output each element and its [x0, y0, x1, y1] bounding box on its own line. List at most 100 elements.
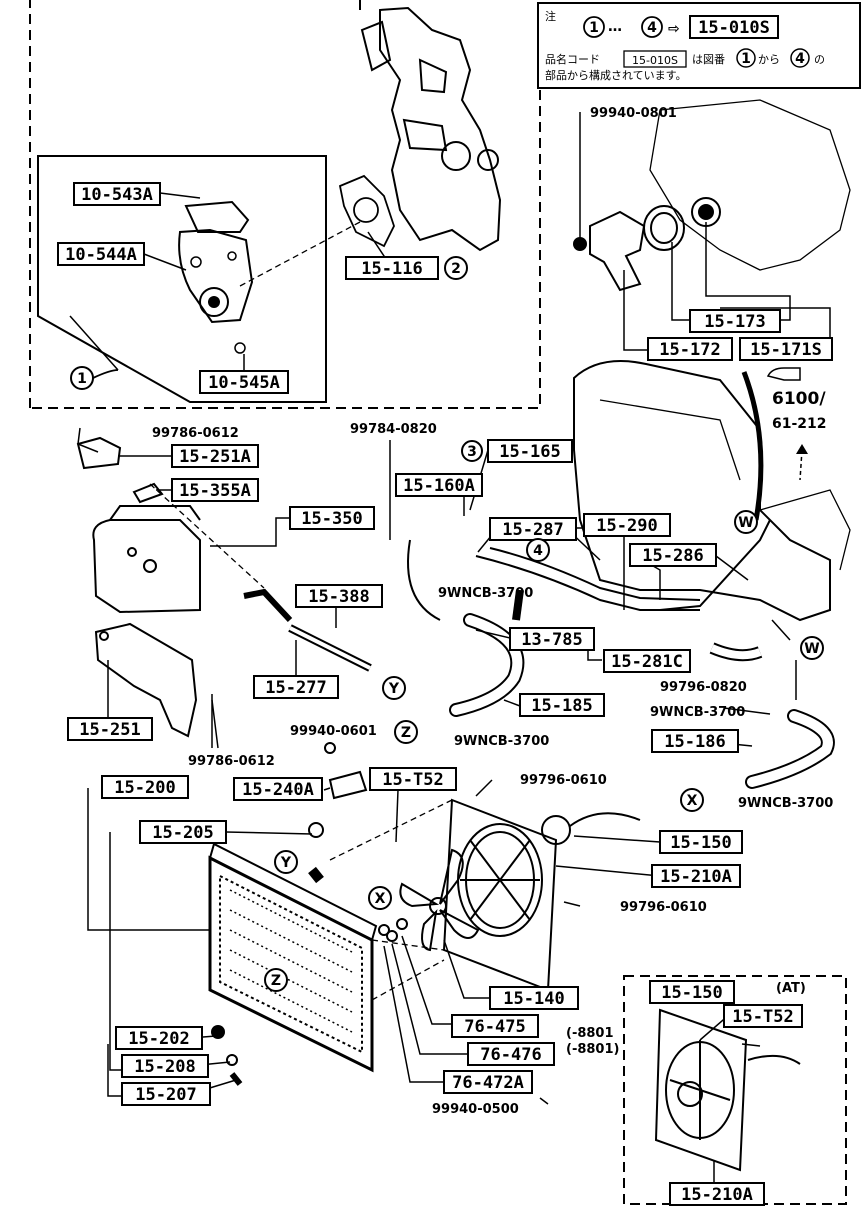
tank-bracket — [94, 622, 198, 738]
pn-99796-0820: 99796-0820 — [660, 680, 747, 695]
ref-arrow — [741, 371, 764, 521]
marker-x2: X — [687, 793, 698, 809]
label-15-277: 15-277 — [265, 678, 326, 698]
radiator — [208, 842, 378, 1086]
label-15-160A: 15-160A — [403, 476, 475, 496]
label-76-472A: 76-472A — [452, 1073, 524, 1093]
label-15-281C: 15-281C — [611, 652, 683, 672]
label-15-207: 15-207 — [135, 1085, 196, 1105]
marker-x1: X — [375, 891, 386, 907]
pn-99786-0612-bottom: 99786-0612 — [188, 754, 275, 769]
marker-y2: Y — [280, 855, 292, 871]
pn-99786-0612-top: 99786-0612 — [152, 426, 239, 441]
label-15-202: 15-202 — [128, 1029, 189, 1049]
pn-99796-0610-b: 99796-0610 — [620, 900, 707, 915]
label-15-165: 15-165 — [499, 442, 560, 462]
marker-2: 2 — [451, 261, 461, 277]
pn-99940-0500: 99940-0500 — [432, 1102, 519, 1117]
label-15-286: 15-286 — [642, 546, 703, 566]
label-15-205: 15-205 — [152, 823, 213, 843]
label-15-T52: 15-T52 — [382, 770, 443, 790]
label-76-475: 76-475 — [464, 1017, 525, 1037]
label-15-251: 15-251 — [79, 720, 140, 740]
label-76-476: 76-476 — [480, 1045, 541, 1065]
circled-1-2-labels — [92, 369, 119, 379]
note-box: 注 1 … 4 ⇨ 15-010S 品名コード 15-010S は図番 1 から… — [537, 2, 861, 89]
marker-1: 1 — [77, 371, 87, 387]
at-fan-shroud — [654, 1008, 801, 1172]
label-15-140: 15-140 — [503, 989, 564, 1009]
pn-8801-a: (-8801 — [566, 1026, 614, 1041]
pn-9WNCB-3700-a: 9WNCB-3700 — [438, 586, 533, 601]
label-15-150: 15-150 — [670, 833, 731, 853]
label-10-543A: 10-543A — [81, 185, 153, 205]
ref-main: 6100/ — [772, 389, 826, 409]
label-10-544A: 10-544A — [65, 245, 137, 265]
svg-text:4: 4 — [795, 51, 805, 67]
label-15-290: 15-290 — [596, 516, 657, 536]
note-title: 注 — [545, 9, 556, 23]
label-15-150-at: 15-150 — [661, 983, 722, 1003]
circled-marker-text: 1 2 3 4 W W Y Y Z Z X X — [77, 261, 820, 989]
hoses — [149, 483, 835, 789]
label-15-186: 15-186 — [664, 732, 725, 752]
engine-front-cover — [360, 6, 502, 252]
svg-text:は図番: は図番 — [692, 53, 725, 66]
label-15-355A: 15-355A — [179, 481, 251, 501]
svg-text:15-010S: 15-010S — [632, 54, 678, 67]
at-label: (AT) — [776, 981, 806, 996]
pn-9WNCB-3700-c: 9WNCB-3700 — [454, 734, 549, 749]
circled-markers — [70, 256, 824, 992]
note-code: 15-010S — [698, 18, 770, 38]
svg-text:の: の — [814, 53, 825, 66]
pn-8801-b: (-8801) — [566, 1042, 619, 1057]
label-15-172: 15-172 — [659, 340, 720, 360]
svg-text:1: 1 — [741, 51, 751, 67]
svg-text:⇨: ⇨ — [668, 21, 680, 37]
label-15-350: 15-350 — [301, 509, 362, 529]
svg-text:から: から — [758, 53, 780, 66]
label-15-388: 15-388 — [308, 587, 369, 607]
thermostat-area — [573, 99, 851, 292]
label-15-200: 15-200 — [114, 778, 175, 798]
pn-9WNCB-3700-d: 9WNCB-3700 — [738, 796, 833, 811]
ref-block: 6100/ 61-212 — [766, 367, 827, 432]
label-15-185: 15-185 — [531, 696, 592, 716]
part-labels: 10-543A 10-544A 10-545A 15-116 15-173 15… — [57, 182, 833, 1206]
part-numbers: 99940-0801 99786-0612 99784-0820 9WNCB-3… — [152, 106, 833, 1117]
label-15-210A: 15-210A — [660, 867, 732, 887]
pn-99796-0610-a: 99796-0610 — [520, 773, 607, 788]
label-15-210A-at: 15-210A — [681, 1185, 753, 1205]
water-pump-gasket — [338, 174, 395, 248]
svg-text:4: 4 — [647, 20, 657, 36]
label-15-171S: 15-171S — [750, 340, 822, 360]
svg-text:…: … — [608, 19, 622, 35]
pn-9WNCB-3700-b: 9WNCB-3700 — [650, 705, 745, 720]
cooling-fan — [378, 848, 480, 952]
marker-z1: Z — [401, 725, 411, 741]
pn-99784-0820: 99784-0820 — [350, 422, 437, 437]
label-15-173: 15-173 — [704, 312, 765, 332]
marker-y1: Y — [388, 681, 400, 697]
marker-4: 4 — [533, 543, 543, 559]
svg-text:品名コード: 品名コード — [545, 52, 600, 66]
radiator-mount — [308, 742, 368, 838]
fan-shroud — [442, 798, 641, 992]
label-15-208: 15-208 — [134, 1057, 195, 1077]
label-13-785: 13-785 — [521, 630, 582, 650]
pn-99940-0601: 99940-0601 — [290, 724, 377, 739]
label-15-T52-at: 15-T52 — [732, 1007, 793, 1027]
ref-sub: 61-212 — [772, 416, 827, 432]
svg-text:部品から構成されています。: 部品から構成されています。 — [545, 68, 687, 82]
label-15-287: 15-287 — [502, 520, 563, 540]
label-15-240A: 15-240A — [242, 780, 314, 800]
engine-block — [573, 360, 851, 622]
marker-3: 3 — [467, 444, 477, 460]
pn-99940-0801: 99940-0801 — [590, 106, 677, 121]
svg-text:1: 1 — [589, 20, 599, 36]
water-pump-detail — [37, 155, 327, 403]
region-divider — [29, 0, 541, 409]
label-15-251A: 15-251A — [179, 447, 251, 467]
label-10-545A: 10-545A — [208, 373, 280, 393]
